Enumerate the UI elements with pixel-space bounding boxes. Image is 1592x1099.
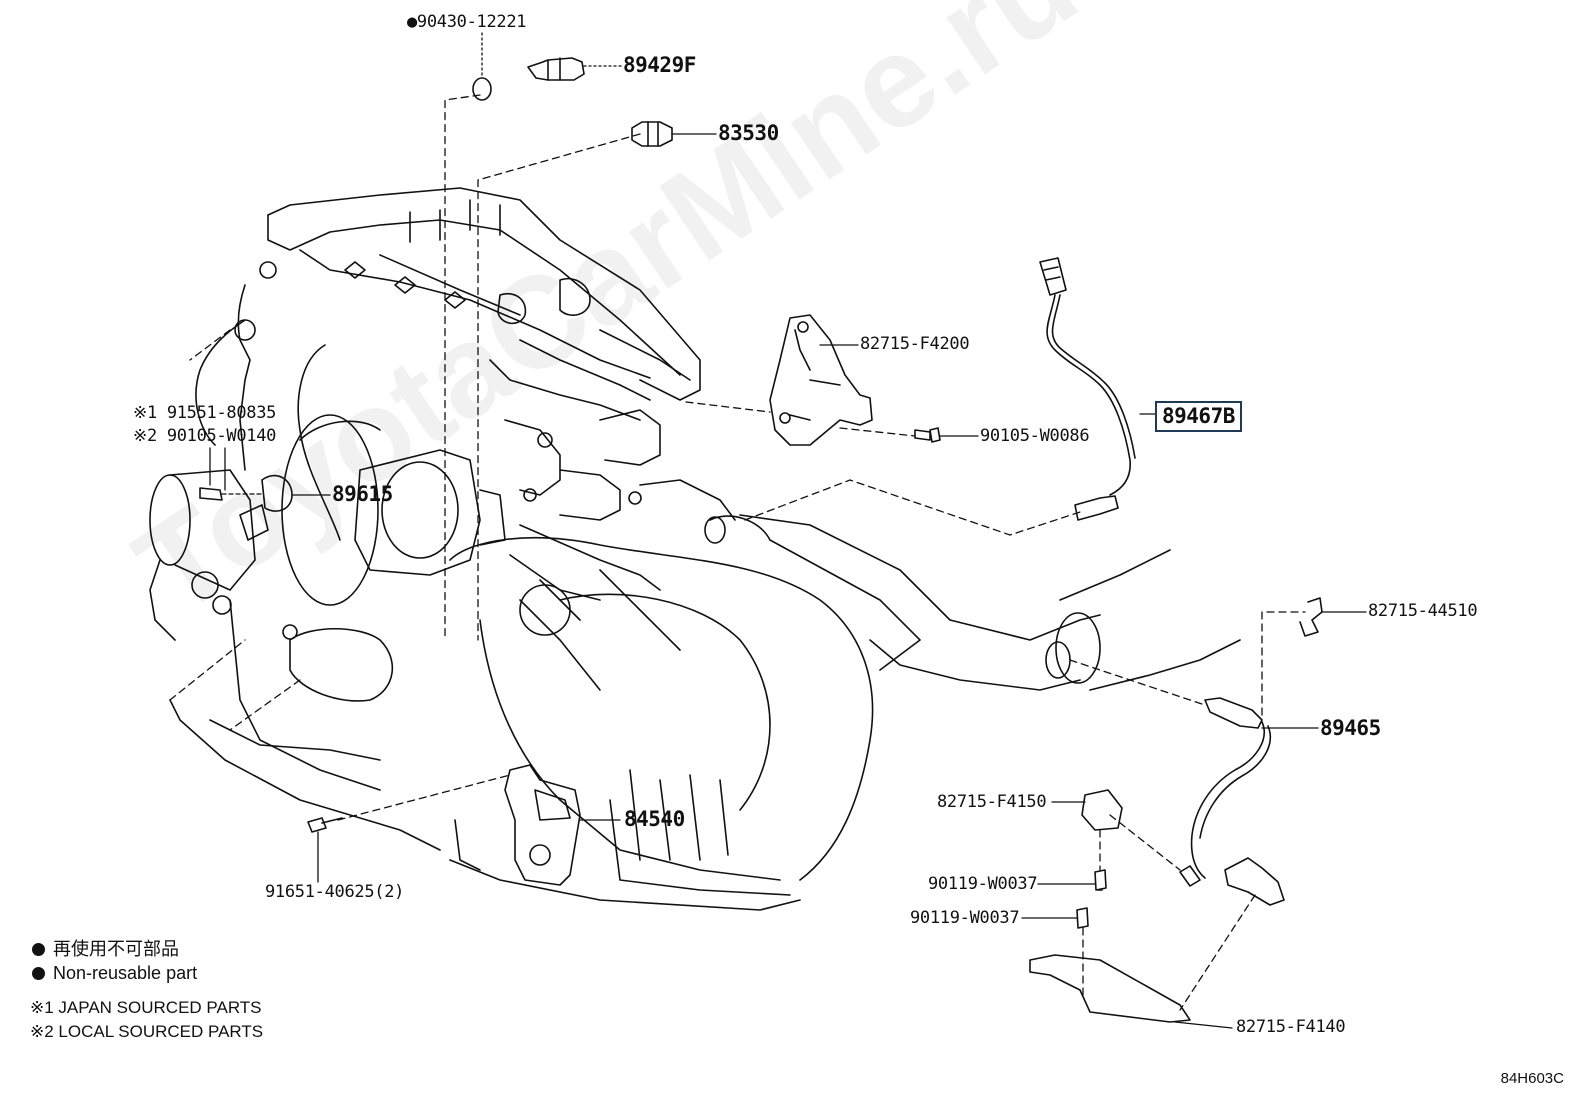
part-label-89429f[interactable]: 89429F bbox=[623, 53, 696, 77]
legend-nonreusable-en-text: Non-reusable part bbox=[53, 963, 198, 983]
part-label-89467b[interactable]: 89467B bbox=[1155, 401, 1242, 432]
bullet-icon bbox=[32, 943, 45, 956]
knock-sensor-89615-icon bbox=[199, 474, 293, 541]
part-label-91551-80835[interactable]: ※1 91551-80835 bbox=[133, 403, 277, 423]
oxygen-sensor-89467b-icon bbox=[1039, 257, 1136, 521]
part-label-82715-44510[interactable]: 82715-44510 bbox=[1368, 601, 1478, 621]
gasket-icon bbox=[472, 77, 492, 101]
bullet-icon bbox=[32, 967, 45, 980]
part-label-89465[interactable]: 89465 bbox=[1320, 716, 1381, 740]
bolt-w0086-icon bbox=[914, 427, 941, 443]
part-label-90105-w0140[interactable]: ※2 90105-W0140 bbox=[133, 426, 277, 446]
bolt-91651-icon bbox=[307, 817, 343, 833]
part-label-89615[interactable]: 89615 bbox=[332, 482, 393, 506]
clamp-44510-icon bbox=[1299, 597, 1323, 637]
part-label-90119-w0037-a[interactable]: 90119-W0037 bbox=[928, 874, 1038, 894]
part-label-83530[interactable]: 83530 bbox=[718, 121, 779, 145]
switch-84540-icon bbox=[504, 764, 581, 886]
switch-83530-icon bbox=[631, 121, 673, 147]
part-label-82715-f4200[interactable]: 82715-F4200 bbox=[860, 334, 970, 354]
part-label-90119-w0037-b[interactable]: 90119-W0037 bbox=[910, 908, 1020, 928]
bracket-f4200-icon bbox=[769, 314, 873, 446]
part-label-82715-f4140[interactable]: 82715-F4140 bbox=[1236, 1017, 1346, 1037]
exhaust-pipe-illustration bbox=[739, 514, 1241, 691]
diagram-code: 84H603C bbox=[1500, 1070, 1564, 1087]
bolt-90119-a-icon bbox=[1094, 869, 1107, 891]
oxygen-sensor-89465-icon bbox=[1179, 697, 1285, 906]
legend-nonreusable-en: Non-reusable part bbox=[32, 964, 197, 982]
bracket-f4140-icon bbox=[1029, 954, 1191, 1023]
part-label-91651-40625[interactable]: 91651-40625(2) bbox=[265, 882, 405, 902]
legend-nonreusable-jp: 再使用不可部品 bbox=[32, 940, 179, 958]
legend-note-local-sourced: ※2 LOCAL SOURCED PARTS bbox=[30, 1022, 264, 1041]
part-label-90430-12221[interactable]: ●90430-12221 bbox=[407, 12, 527, 32]
sensor-89429f-icon bbox=[527, 57, 585, 81]
legend-nonreusable-jp-text: 再使用不可部品 bbox=[53, 939, 179, 959]
engine-illustration bbox=[149, 187, 921, 911]
leader-lines bbox=[169, 32, 1367, 1029]
bracket-f4150-icon bbox=[1081, 789, 1123, 831]
part-label-84540[interactable]: 84540 bbox=[624, 807, 685, 831]
bolt-90119-b-icon bbox=[1076, 907, 1089, 929]
part-label-90105-w0086[interactable]: 90105-W0086 bbox=[980, 426, 1090, 446]
legend-note-japan-sourced: ※1 JAPAN SOURCED PARTS bbox=[30, 998, 262, 1017]
part-label-82715-f4150[interactable]: 82715-F4150 bbox=[937, 792, 1047, 812]
